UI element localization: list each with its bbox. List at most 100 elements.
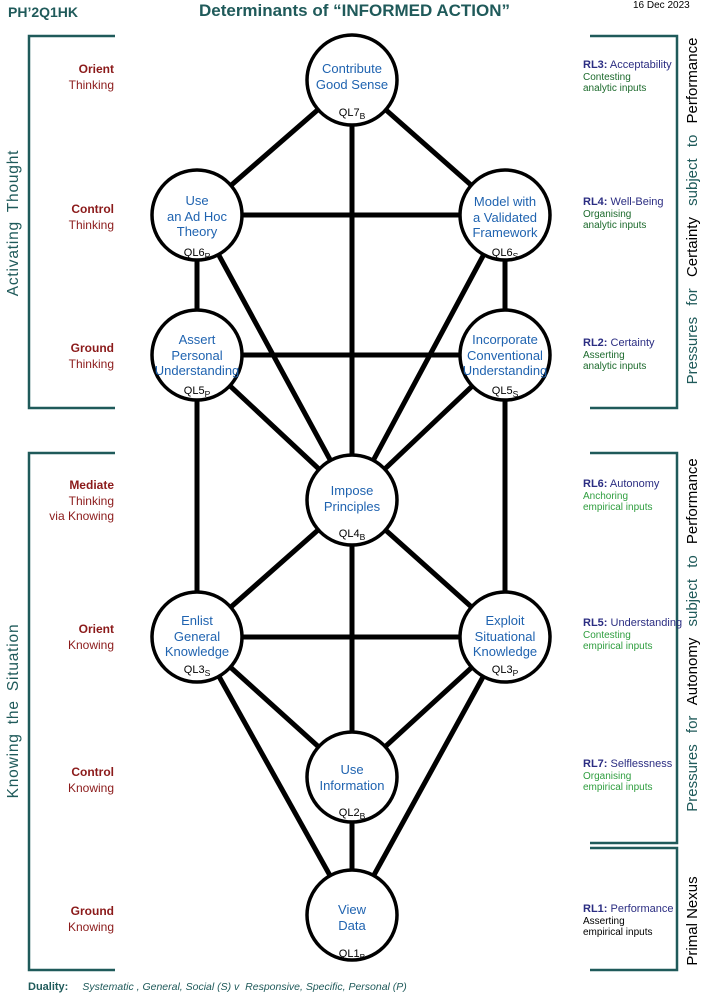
right-level-detail: empirical inputs <box>583 782 653 793</box>
label-part: subject to <box>684 134 701 206</box>
node-label-line: Theory <box>176 224 218 239</box>
node-label: View Data <box>297 902 407 933</box>
node-code-text: QL4 <box>338 528 360 540</box>
right-level-label: RL2: Certainty Asserting analytic inputs <box>583 336 655 372</box>
node-circle <box>150 308 244 402</box>
right-level-name: Certainty <box>610 337 655 349</box>
node-label-line: Knowledge <box>164 644 230 659</box>
left-level-label: Control Knowing <box>4 765 114 796</box>
right-level-detail: Anchoring <box>583 491 629 502</box>
left-level-label: Control Thinking <box>4 202 114 233</box>
node-label-line: Incorporate <box>472 332 538 347</box>
right-level-code: RL5: <box>583 617 608 629</box>
node-label: Incorporate Conventional Understanding <box>450 332 560 379</box>
node-label-line: Enlist <box>181 613 213 628</box>
level-object: Knowing <box>67 637 114 652</box>
node-label-line: Exploit <box>485 613 525 628</box>
right-level-code: RL4: <box>583 196 608 208</box>
node-circle <box>150 590 244 684</box>
label-part: Certainty <box>684 217 701 278</box>
node-circle <box>458 590 552 684</box>
duality-label: Duality: <box>28 981 69 993</box>
node-code: QL7B <box>307 107 397 120</box>
node-circle <box>305 730 399 824</box>
node-code-text: QL6 <box>491 247 513 259</box>
node-label: Enlist General Knowledge <box>142 613 252 660</box>
right-level-code: RL3: <box>583 59 608 71</box>
node-enlist-general-knowledge: Enlist General Knowledge QL3S <box>152 592 242 682</box>
right-level-label: RL7: Selflessness Organising empirical i… <box>583 757 672 793</box>
bracket-knowing-the-situation <box>27 451 115 972</box>
brackets <box>27 34 679 972</box>
node-code-text: QL3 <box>183 664 205 676</box>
right-group-label-certainty: Pressures for Certainty subject to Perfo… <box>684 38 702 385</box>
node-model-validated-framework: Model with a Validated Framework QL6S <box>460 170 550 260</box>
node-code-subscript: B <box>359 532 366 542</box>
node-label-line: Information <box>319 777 385 793</box>
node-code-subscript: P <box>204 389 211 399</box>
date-label: 16 Dec 2023 <box>633 0 690 11</box>
node-code-subscript: P <box>512 668 519 678</box>
node-code-subscript: S <box>512 251 519 261</box>
node-circle <box>305 453 399 547</box>
right-level-code: RL6: <box>583 478 608 490</box>
level-verb: Mediate <box>69 478 114 492</box>
node-exploit-situational-knowledge: Exploit Situational Knowledge QL3P <box>460 592 550 682</box>
bracket-activating-thought <box>27 34 115 410</box>
duality-footer: Duality: Systematic , General, Social (S)… <box>28 980 407 994</box>
bracket-pressures-for-autonomy <box>590 451 679 845</box>
node-label-line: View <box>338 902 366 917</box>
label-part: Performance <box>684 37 701 124</box>
right-level-label: RL1: Performance Asserting empirical inp… <box>583 902 674 938</box>
right-level-heading: RL4: Well-Being <box>583 195 664 209</box>
node-label-line: a Validated <box>472 209 538 225</box>
right-group-label-primal-nexus: Primal Nexus <box>684 876 702 965</box>
left-level-label: Ground Thinking <box>4 341 114 372</box>
right-level-name: Understanding <box>610 617 683 629</box>
node-use-ad-hoc-theory: Use an Ad Hoc Theory QL6P <box>152 170 242 260</box>
node-label-line: Impose <box>330 483 374 498</box>
right-level-label: RL4: Well-Being Organising analytic inpu… <box>583 195 664 231</box>
node-label: Contribute Good Sense <box>297 61 407 92</box>
level-verb: Orient <box>78 62 114 76</box>
left-level-label: Mediate Thinking via Knowing <box>4 478 114 525</box>
label-part: Primal Nexus <box>684 876 701 966</box>
label-part: subject to <box>684 555 701 627</box>
node-label: Model with a Validated Framework <box>450 194 560 241</box>
right-level-heading: RL5: Understanding <box>583 616 682 630</box>
node-circle <box>305 868 399 962</box>
node-circles <box>150 33 552 962</box>
node-label-line: Contribute <box>322 61 382 76</box>
level-object: Knowing <box>67 919 114 934</box>
level-object: Knowing <box>67 780 114 795</box>
node-label-line: Personal <box>171 347 223 363</box>
node-label-line: Model with <box>473 194 537 209</box>
level-object: Thinking <box>68 356 114 371</box>
node-label-line: an Ad Hoc <box>167 208 227 224</box>
level-verb: Control <box>71 202 114 216</box>
node-code-subscript: B <box>359 811 366 821</box>
right-level-label: RL6: Autonomy Anchoring empirical inputs <box>583 477 659 513</box>
right-level-heading: RL7: Selflessness <box>583 757 672 771</box>
node-label-line: General <box>173 628 221 644</box>
level-verb: Ground <box>70 904 114 918</box>
node-circle <box>150 168 244 262</box>
node-code-text: QL5 <box>491 385 513 397</box>
right-level-detail: empirical inputs <box>583 927 653 938</box>
node-use-information: Use Information QL2B <box>307 732 397 822</box>
node-label-line: Principles <box>323 498 381 514</box>
duality-text: Systematic , General, Social (S) v Respo… <box>82 981 407 993</box>
node-code-text: QL3 <box>491 664 513 676</box>
node-circle <box>458 168 552 262</box>
node-label-line: Assert <box>178 332 216 347</box>
edge-line <box>194 635 355 917</box>
right-level-detail: analytic inputs <box>583 220 647 231</box>
right-level-heading: RL3: Acceptability <box>583 58 672 72</box>
node-code: QL2B <box>307 807 397 821</box>
node-label-line: Data <box>338 917 366 933</box>
right-level-label: RL5: Understanding Contesting empirical … <box>583 616 682 652</box>
node-label-line: Situational <box>474 628 536 644</box>
node-label: Exploit Situational Knowledge <box>450 613 560 660</box>
node-code: QL6S <box>460 247 550 261</box>
node-label-line: Framework <box>472 225 538 240</box>
